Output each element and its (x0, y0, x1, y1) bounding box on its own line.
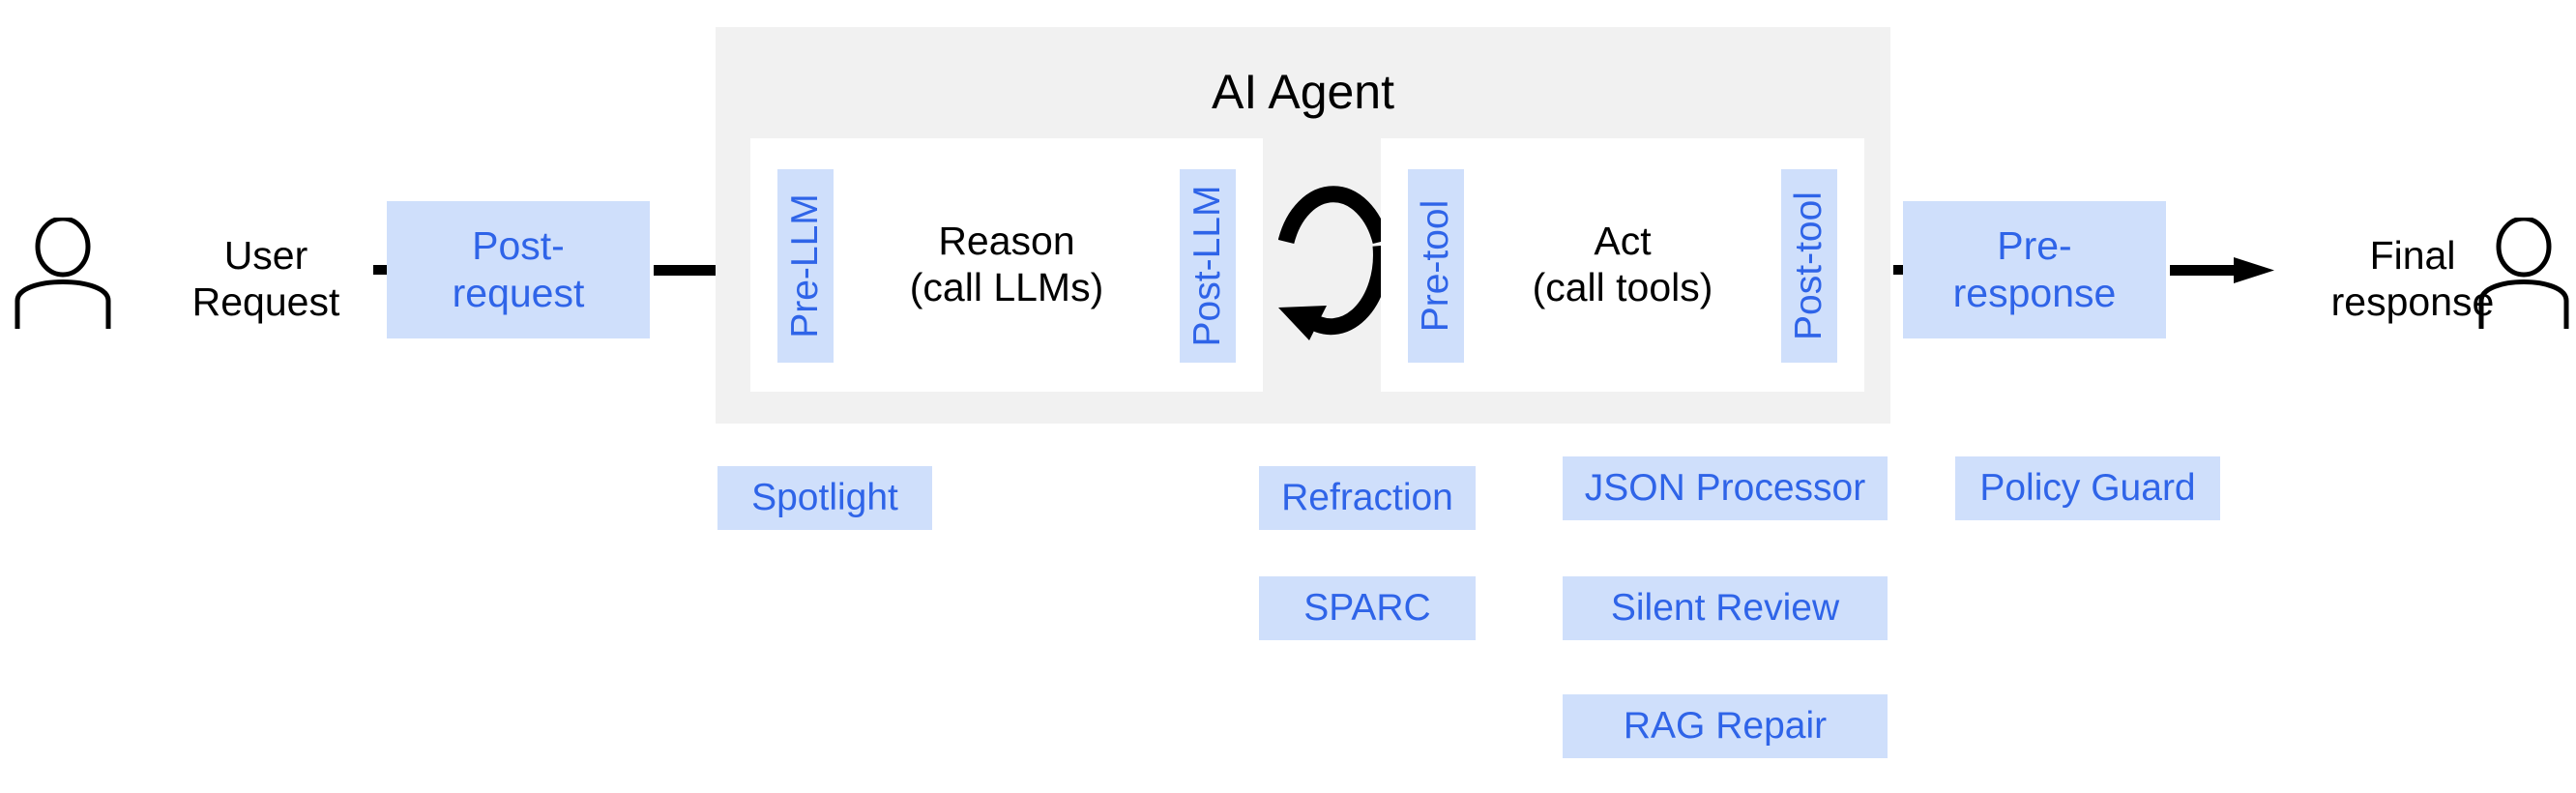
post-request-box[interactable]: Post- request (387, 201, 650, 338)
act-card: Pre-tool Act (call tools) Post-tool (1381, 138, 1864, 392)
reason-card: Pre-LLM Reason (call LLMs) Post-LLM (750, 138, 1263, 392)
guardrail-chip-refraction[interactable]: Refraction (1259, 466, 1476, 530)
post-llm-hook[interactable]: Post-LLM (1180, 169, 1236, 363)
act-label: Act (call tools) (1532, 219, 1713, 310)
pre-llm-hook[interactable]: Pre-LLM (777, 169, 834, 363)
reason-label: Reason (call LLMs) (909, 219, 1104, 310)
pre-response-box[interactable]: Pre- response (1903, 201, 2166, 338)
ai-agent-panel: AI Agent Pre-LLM Reason (call LLMs) Post… (716, 27, 1890, 424)
guardrail-chip-silent-review[interactable]: Silent Review (1563, 576, 1888, 640)
post-tool-hook-label: Post-tool (1788, 191, 1830, 340)
pre-llm-hook-label: Pre-LLM (784, 193, 826, 338)
pre-tool-hook[interactable]: Pre-tool (1408, 169, 1464, 363)
user-request-label: User Request (191, 233, 340, 325)
user-actor-right-icon (2475, 216, 2572, 329)
pre-tool-hook-label: Pre-tool (1415, 199, 1456, 333)
user-actor-left-icon (10, 216, 116, 329)
cycle-arrow-icon (1277, 141, 1390, 346)
guardrail-chip-json-processor[interactable]: JSON Processor (1563, 456, 1888, 520)
final-response-label: Final response (2330, 233, 2495, 325)
post-tool-hook[interactable]: Post-tool (1781, 169, 1837, 363)
arrow-pre-response-to-user (2170, 253, 2274, 286)
guardrail-chip-policy-guard[interactable]: Policy Guard (1955, 456, 2220, 520)
post-llm-hook-label: Post-LLM (1186, 185, 1228, 347)
guardrail-chip-sparc[interactable]: SPARC (1259, 576, 1476, 640)
guardrail-chip-rag-repair[interactable]: RAG Repair (1563, 694, 1888, 758)
ai-agent-title: AI Agent (1211, 65, 1395, 119)
guardrail-chip-spotlight[interactable]: Spotlight (717, 466, 932, 530)
